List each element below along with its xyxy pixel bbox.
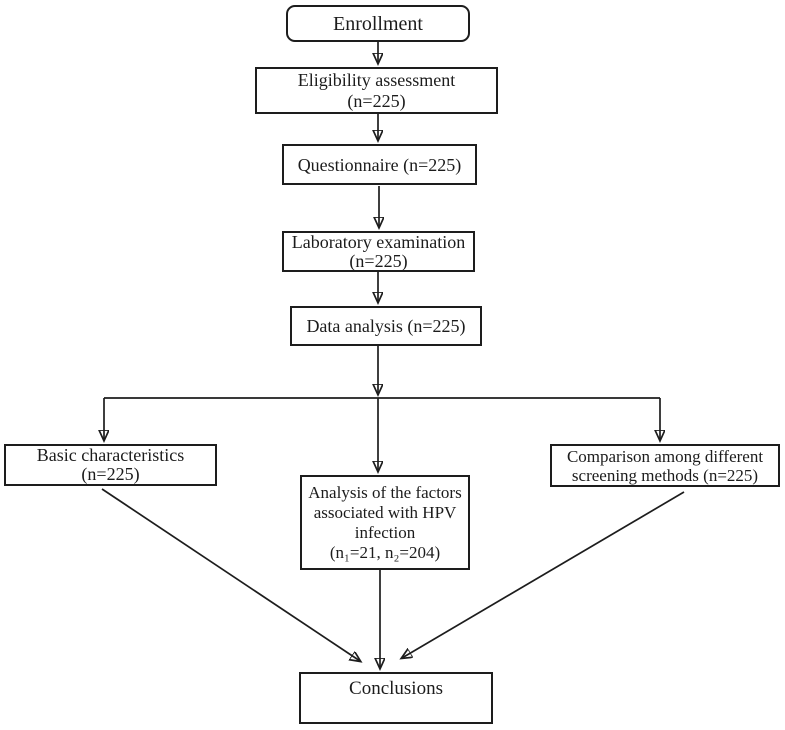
node-questionnaire: Questionnaire (n=225) [282,144,477,185]
node-data-analysis: Data analysis (n=225) [290,306,482,346]
arrow-basic-characteristics-to-conclusions [101,488,360,661]
node-data-analysis-label: Data analysis (n=225) [306,316,466,336]
node-basic-characteristics-label: Basic characteristics (n=225) [36,445,185,484]
node-laboratory-examination: Laboratory examination (n=225) [282,231,475,272]
node-questionnaire-label: Questionnaire (n=225) [297,154,462,175]
node-conclusions-label: Conclusions [349,678,443,699]
node-eligibility-assessment: Eligibility assessment (n=225) [255,67,498,114]
node-factor-analysis: Analysis of the factors associated with … [300,475,470,570]
node-comparison-screening-methods: Comparison among different screening met… [550,444,780,487]
node-conclusions: Conclusions [299,672,493,724]
node-basic-characteristics: Basic characteristics (n=225) [4,444,217,486]
node-factor-analysis-label: Analysis of the factors associated with … [308,482,462,562]
node-enrollment-label: Enrollment [333,12,423,35]
node-enrollment: Enrollment [286,5,470,42]
arrow-comparison-to-conclusions [402,491,685,658]
node-eligibility-label: Eligibility assessment (n=225) [297,69,456,111]
node-comparison-label: Comparison among different screening met… [566,446,764,485]
node-laboratory-label: Laboratory examination (n=225) [291,231,466,271]
